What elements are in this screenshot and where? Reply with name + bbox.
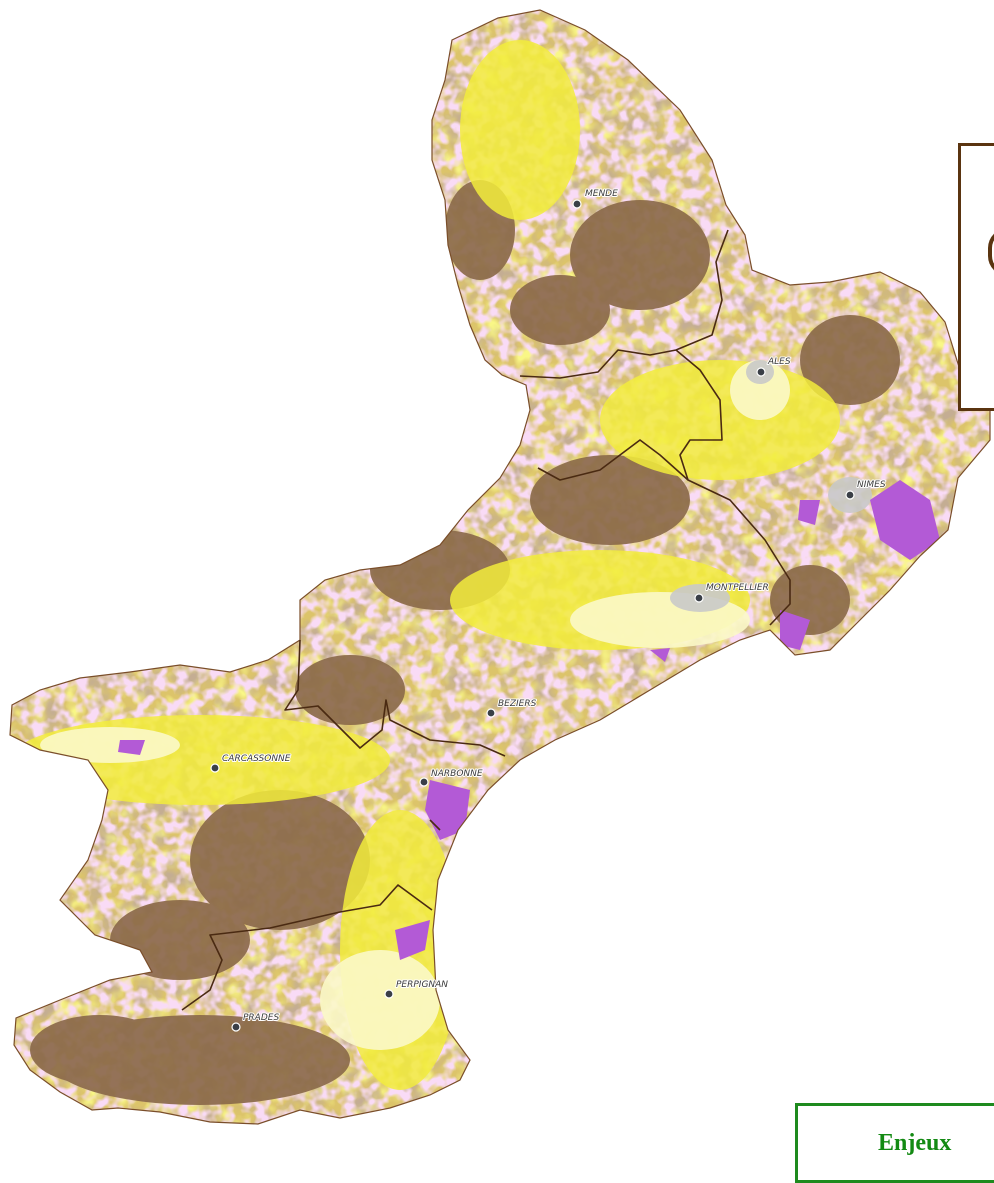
city-perpignan[interactable]: PERPIGNAN <box>384 979 449 999</box>
legend-enjeux-title: Enjeux <box>878 1130 952 1156</box>
city-narbonne[interactable]: NARBONNE <box>419 768 484 787</box>
land-cover-layer <box>10 10 990 1124</box>
department-boundaries <box>181 229 791 1011</box>
city-markers: MENDE ALES NIMES MONTPELLIER BEZIERS CAR… <box>210 188 887 1032</box>
city-ales[interactable]: ALES <box>756 356 792 377</box>
svg-text:MENDE: MENDE <box>585 189 618 199</box>
svg-text:MONTPELLIER: MONTPELLIER <box>706 583 769 593</box>
city-nimes[interactable]: NIMES <box>845 479 887 500</box>
city-montpellier[interactable]: MONTPELLIER <box>694 582 770 603</box>
city-beziers[interactable]: BEZIERS <box>486 698 538 718</box>
legend-panel-bottom: Enjeux <box>795 1103 994 1183</box>
legend-partial-glyph <box>988 228 994 276</box>
city-prades[interactable]: PRADES <box>231 1012 280 1032</box>
svg-text:NIMES: NIMES <box>857 480 886 490</box>
svg-text:CARCASSONNE: CARCASSONNE <box>222 754 291 764</box>
svg-text:PERPIGNAN: PERPIGNAN <box>396 980 448 990</box>
svg-text:NARBONNE: NARBONNE <box>431 769 483 779</box>
city-mende[interactable]: MENDE <box>572 188 619 209</box>
svg-text:PRADES: PRADES <box>243 1013 279 1023</box>
svg-text:ALES: ALES <box>767 357 791 367</box>
city-carcassonne[interactable]: CARCASSONNE <box>210 753 292 773</box>
svg-text:BEZIERS: BEZIERS <box>498 699 537 709</box>
region-map: MENDE ALES NIMES MONTPELLIER BEZIERS CAR… <box>9 9 991 1125</box>
legend-panel-top <box>958 143 994 411</box>
